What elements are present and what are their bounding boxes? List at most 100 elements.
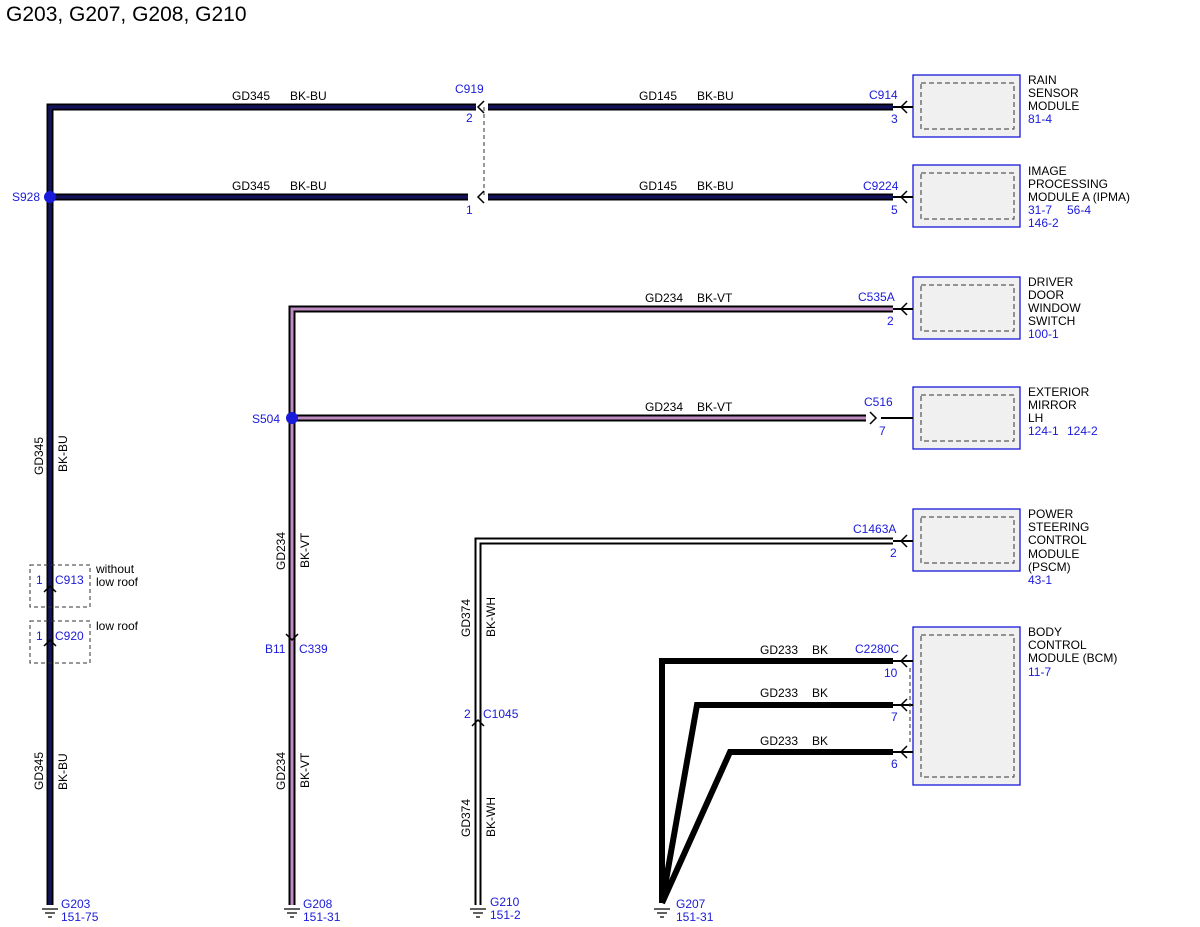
module-name-line: RAIN <box>1028 73 1057 87</box>
ground-id: G208 <box>303 897 333 911</box>
module-name-line: PROCESSING <box>1028 177 1108 191</box>
module-ref: 11-7 <box>1028 665 1051 679</box>
module-name-line: POWER <box>1028 507 1074 521</box>
module-name-line: WINDOW <box>1028 301 1081 315</box>
wire-gd234-bk-vt[interactable] <box>288 305 893 905</box>
ground-ref: 151-2 <box>490 908 521 922</box>
pin-number: 1 <box>466 203 473 217</box>
connector-id: C920 <box>55 629 84 643</box>
module-ref: 31-7 <box>1028 203 1052 217</box>
pin-number: 1 <box>36 573 43 587</box>
module-name-line: SENSOR <box>1028 86 1079 100</box>
module-ref: 56-4 <box>1067 203 1091 217</box>
pin-number: B11 <box>265 642 286 656</box>
module-name-line: (PSCM) <box>1028 560 1071 574</box>
module-exterior-mirror-lh[interactable]: C516 7 EXTERIOR MIRROR LH 124-1 124-2 <box>864 385 1098 450</box>
wire-gd374-bk-wh[interactable] <box>474 537 893 905</box>
pin-number: 10 <box>884 666 898 680</box>
ground-g207[interactable]: G207 151-31 <box>654 897 714 924</box>
circuit-label: GD345 <box>32 752 46 790</box>
ground-g208[interactable]: G208 151-31 <box>284 897 341 924</box>
connector-c919[interactable]: C919 2 1 <box>455 82 485 217</box>
wire-color-label: BK-BU <box>697 89 734 103</box>
module-name-line: MODULE <box>1028 99 1079 113</box>
ground-g203[interactable]: G203 151-75 <box>42 897 99 924</box>
module-name-line: MIRROR <box>1028 398 1077 412</box>
circuit-label: GD233 <box>760 643 798 657</box>
circuit-label: GD345 <box>232 179 270 193</box>
ground-id: G203 <box>61 897 91 911</box>
circuit-label: GD145 <box>639 179 677 193</box>
splice-s504[interactable]: S504 <box>252 412 298 426</box>
wire-color-label: BK-BU <box>290 179 327 193</box>
wire-color-label: BK-VT <box>298 532 312 568</box>
connector-id: C913 <box>55 573 84 587</box>
wire-color-label: BK-VT <box>697 291 733 305</box>
wire-gd233-bk[interactable] <box>659 658 893 905</box>
wire-color-label: BK-BU <box>290 89 327 103</box>
module-driver-door-window-switch[interactable]: C535A 2 DRIVER DOOR WINDOW SWITCH 100-1 <box>858 275 1081 341</box>
module-ref: 81-4 <box>1028 112 1052 126</box>
pin-number: 2 <box>887 314 894 328</box>
module-name-line: BODY <box>1028 625 1062 639</box>
connector-c920[interactable]: 1 C920 low roof <box>29 619 139 664</box>
module-ipma[interactable]: C9224 5 IMAGE PROCESSING MODULE A (IPMA)… <box>863 164 1130 230</box>
pin-number: 1 <box>36 629 43 643</box>
pin-number: 7 <box>879 424 886 438</box>
pin-number: 6 <box>891 757 898 771</box>
module-ref: 124-1 <box>1028 424 1059 438</box>
page-title: G203, G207, G208, G210 <box>6 3 247 26</box>
circuit-label: GD234 <box>274 532 288 570</box>
connector-c913[interactable]: 1 C913 without low roof <box>29 562 139 608</box>
ground-ref: 151-31 <box>303 910 341 924</box>
wire-color-label: BK-BU <box>697 179 734 193</box>
connector-id: C516 <box>864 395 893 409</box>
wire-color-label: BK-WH <box>484 797 498 837</box>
wire-color-label: BK <box>812 734 828 748</box>
wire-labels: GD345 BK-BU GD145 BK-BU GD345 BK-BU GD14… <box>32 89 828 837</box>
module-bcm[interactable]: C2280C 10 7 6 BODY CONTROL MODULE (BCM) … <box>855 625 1117 786</box>
wire-color-label: BK-VT <box>298 752 312 788</box>
pin-number: 2 <box>466 111 473 125</box>
module-name-line: SWITCH <box>1028 314 1075 328</box>
connector-id: C1045 <box>483 707 519 721</box>
wire-color-label: BK-WH <box>484 597 498 637</box>
connector-id: C2280C <box>855 642 899 656</box>
ground-g210[interactable]: G210 151-2 <box>470 895 521 922</box>
splice-id: S504 <box>252 412 280 426</box>
module-name-line: MODULE <box>1028 547 1079 561</box>
circuit-label: GD374 <box>459 799 473 837</box>
module-pscm[interactable]: C1463A 2 POWER STEERING CONTROL MODULE (… <box>853 507 1089 587</box>
connector-c339[interactable]: B11 C339 <box>265 633 328 656</box>
connector-c1045[interactable]: 2 C1045 <box>464 707 519 727</box>
pin-number: 2 <box>890 546 897 560</box>
connector-id: C919 <box>455 82 484 96</box>
splice-s928[interactable]: S928 <box>12 190 56 204</box>
circuit-label: GD345 <box>232 89 270 103</box>
wire-color-label: BK-BU <box>56 435 70 472</box>
wire-gd345-bk-bu-main[interactable] <box>46 103 476 905</box>
option-note: low roof <box>96 619 139 633</box>
wire-color-label: BK-BU <box>56 753 70 790</box>
module-ref: 43-1 <box>1028 573 1052 587</box>
module-name-line: IMAGE <box>1028 164 1067 178</box>
circuit-label: GD234 <box>274 752 288 790</box>
circuit-label: GD233 <box>760 686 798 700</box>
option-note: low roof <box>96 575 139 589</box>
option-note: without <box>95 562 135 576</box>
module-name-line: DRIVER <box>1028 275 1074 289</box>
module-name-line: MODULE A (IPMA) <box>1028 190 1130 204</box>
module-name-line: STEERING <box>1028 520 1089 534</box>
circuit-label: GD234 <box>645 291 683 305</box>
ground-id: G207 <box>676 897 706 911</box>
circuit-label: GD345 <box>32 437 46 475</box>
connector-id: C339 <box>299 642 328 656</box>
module-rain-sensor[interactable]: C914 3 RAIN SENSOR MODULE 81-4 <box>869 73 1079 138</box>
connector-id: C914 <box>869 88 898 102</box>
module-ref: 100-1 <box>1028 327 1059 341</box>
pin-number: 2 <box>464 707 471 721</box>
module-name-line: EXTERIOR <box>1028 385 1090 399</box>
circuit-label: GD145 <box>639 89 677 103</box>
wire-color-label: BK-VT <box>697 400 733 414</box>
